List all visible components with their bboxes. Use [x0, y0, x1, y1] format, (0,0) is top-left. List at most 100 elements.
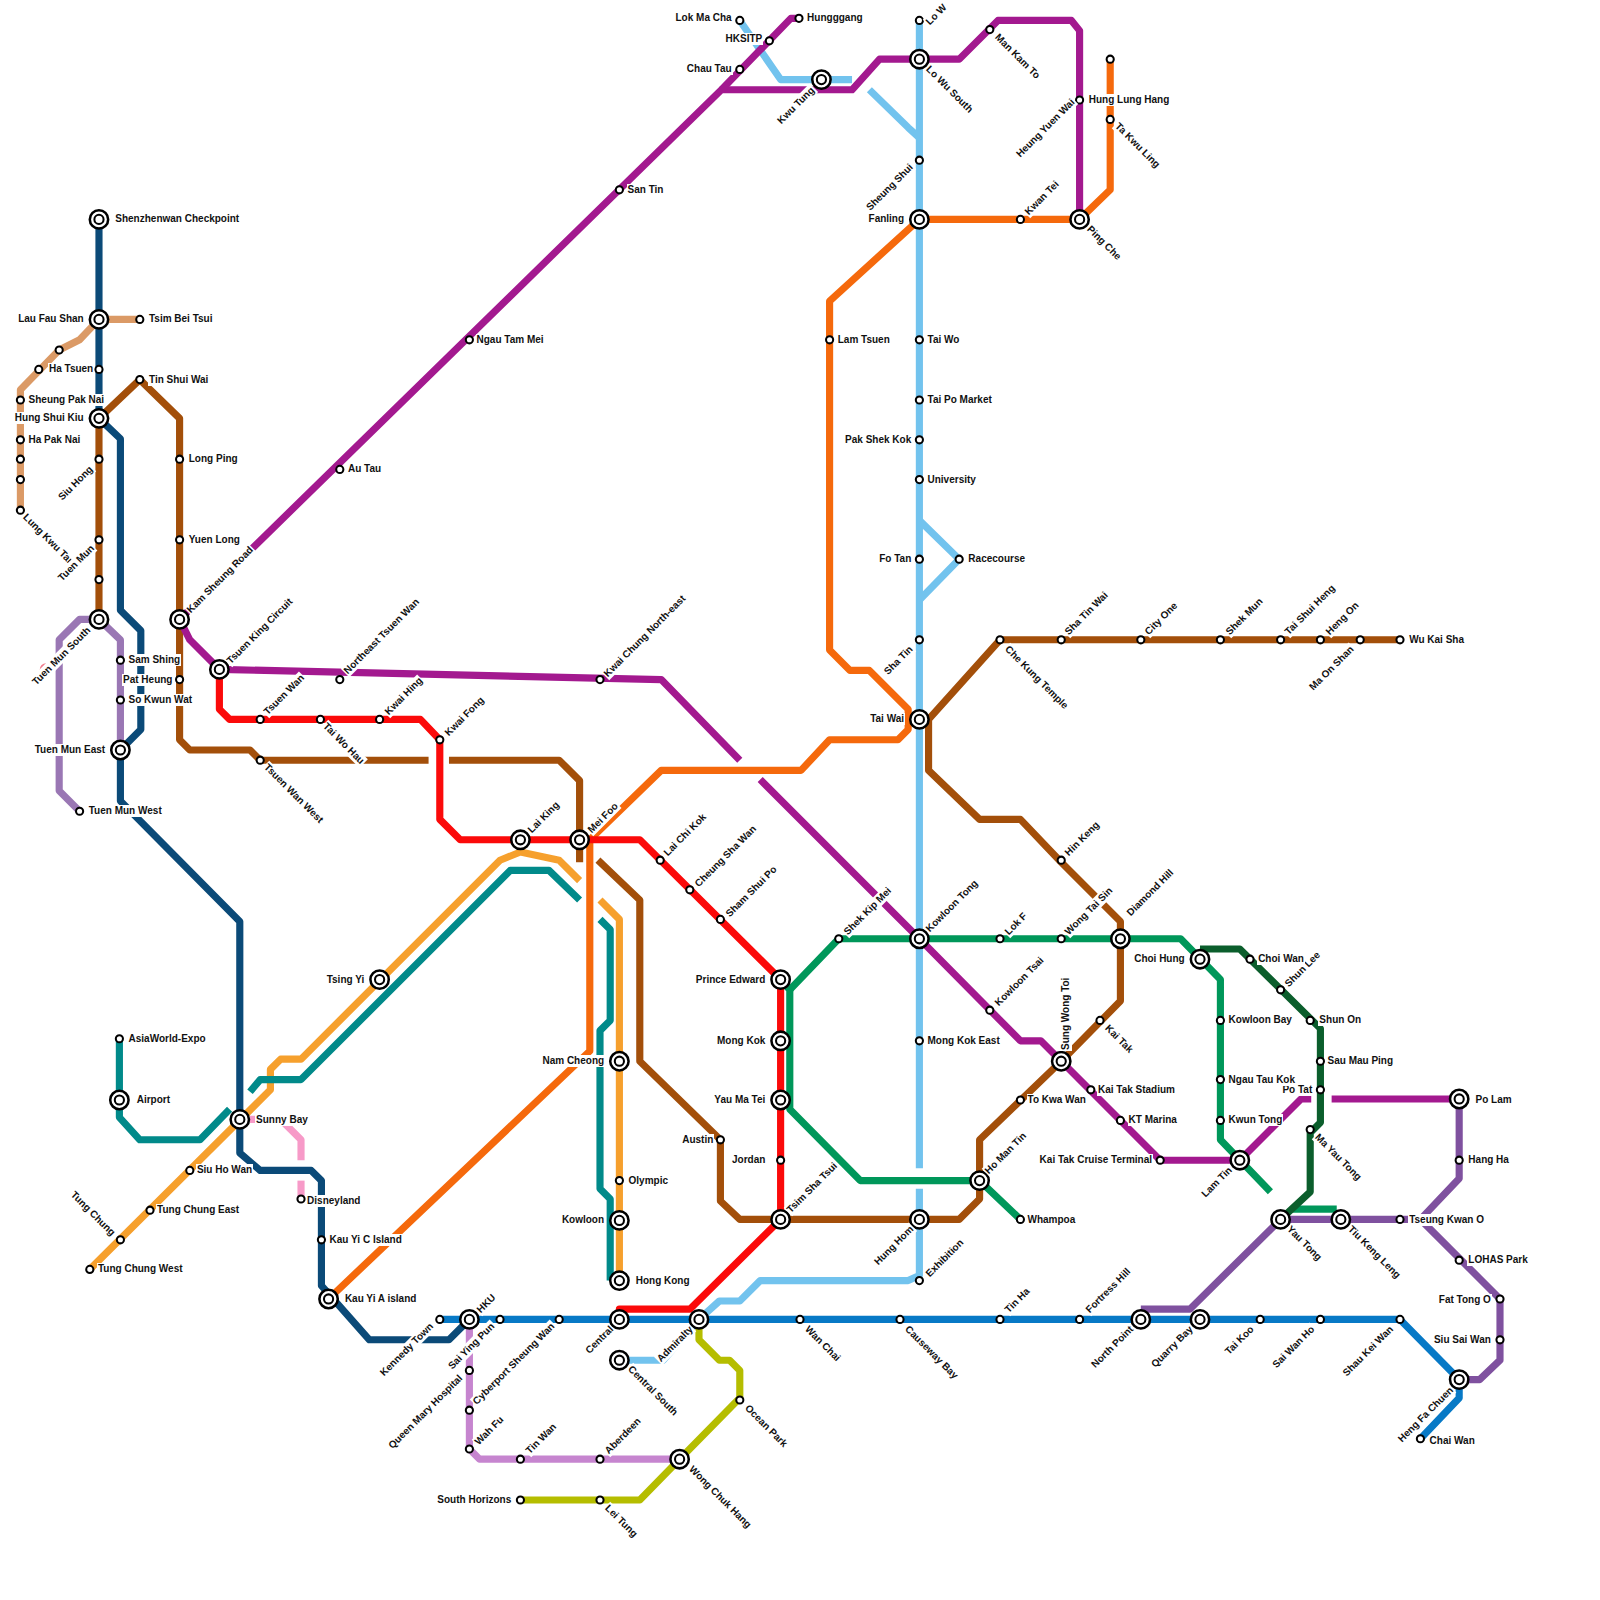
station-label: Chau Tau [686, 63, 733, 75]
interchange-marker [915, 715, 924, 724]
station-marker [916, 396, 923, 403]
station-marker [186, 1167, 193, 1174]
station-label: Mei Foo [585, 799, 622, 836]
interchange-marker [771, 1210, 789, 1228]
interchange-marker [1075, 215, 1084, 224]
station-label: Kowloon Tsai [992, 954, 1047, 1009]
interchange-marker [94, 315, 103, 324]
station-marker [1496, 1295, 1503, 1302]
interchange-marker [910, 710, 928, 728]
interchange-marker [210, 660, 228, 678]
route-line [329, 59, 1111, 1299]
station-label: Sai Wan Ho [1269, 1322, 1318, 1371]
station-marker [1496, 1336, 1503, 1343]
interchange-marker [90, 409, 108, 427]
station-label: Shenzhenwan Checkpoint [114, 213, 240, 225]
station-marker [1107, 116, 1114, 123]
interchange-marker [1455, 1375, 1464, 1384]
station-label: Mong Kok [716, 1035, 766, 1047]
station-label: Tseung Kwan O [1408, 1214, 1485, 1226]
station-label: Lok Ma Cha [675, 12, 733, 24]
station-marker [1058, 857, 1065, 864]
station-label: Kai Tak Cruise Terminal [1039, 1154, 1153, 1166]
station-label: Sheung Shui [863, 161, 916, 214]
station-label: Sung Wong Toi [1060, 977, 1072, 1051]
station-label: Siu Hong [55, 463, 96, 504]
station-label: Racecourse [967, 553, 1026, 565]
station-label: Sha Tin Wai [1062, 588, 1112, 638]
route-line [180, 20, 1080, 619]
station-marker [916, 336, 923, 343]
station-label: Nam Cheong [541, 1055, 605, 1067]
station-label: Central [582, 1322, 616, 1356]
station-label: Long Ping [188, 453, 239, 465]
station-label: AsiaWorld-Expo [128, 1033, 207, 1045]
station-marker [1277, 986, 1284, 993]
route-line [99, 380, 429, 761]
station-marker [1456, 1157, 1463, 1164]
station-label: Jordan [731, 1154, 766, 1166]
station-label: San Tin [627, 184, 665, 196]
station-label: Ma Yau Tong [1312, 1130, 1365, 1183]
station-marker [146, 1207, 153, 1214]
route-line [1332, 1095, 1460, 1102]
station-marker [657, 857, 664, 864]
station-marker [136, 376, 143, 383]
station-marker [318, 1236, 325, 1243]
station-label: Kowloon Bay [1228, 1014, 1293, 1026]
station-marker [317, 716, 324, 723]
station-marker [1058, 935, 1065, 942]
station-marker [916, 157, 923, 164]
route-line [1141, 1099, 1459, 1309]
station-marker [336, 466, 343, 473]
station-label: Mong Kok East [927, 1035, 1001, 1047]
station-label: Tuen Mun East [34, 744, 106, 756]
station-marker [1417, 1435, 1424, 1442]
station-label: Yau Tong [1284, 1222, 1325, 1263]
station-marker [916, 17, 923, 24]
interchange-marker [771, 1091, 789, 1109]
station-label: Po Tat [1281, 1084, 1313, 1096]
station-label: Yau Ma Tei [713, 1094, 766, 1106]
station-label: Kowloon [561, 1214, 605, 1226]
station-label: HKSITP [725, 33, 764, 45]
interchange-marker [1235, 1156, 1244, 1165]
station-marker [176, 676, 183, 683]
route-line [760, 780, 1311, 1161]
station-label: City One [1142, 599, 1181, 638]
station-label: Ho Man Tin [981, 1130, 1029, 1178]
station-label: Tung Chung [68, 1188, 119, 1239]
interchange-marker [94, 215, 103, 224]
station-label: HKU [473, 1291, 498, 1316]
station-label: Lok F [1002, 909, 1031, 938]
station-label: Whampoa [1027, 1214, 1077, 1226]
station-marker [916, 556, 923, 563]
station-marker [616, 186, 623, 193]
station-label: Kau Yi C Island [329, 1234, 403, 1246]
station-marker [736, 1396, 743, 1403]
interchange-marker [675, 1455, 684, 1464]
station-marker [496, 1316, 503, 1323]
interchange-marker [1231, 1151, 1249, 1169]
station-label: Tsuen Wan West [261, 761, 327, 827]
station-marker [257, 716, 264, 723]
station-marker [1137, 636, 1144, 643]
station-marker [916, 1037, 923, 1044]
station-marker [986, 1007, 993, 1014]
station-marker [556, 1316, 563, 1323]
route-line [449, 760, 580, 862]
station-marker [616, 1177, 623, 1184]
station-label: Che Kung Temple [1002, 643, 1071, 712]
station-marker [916, 636, 923, 643]
station-marker [996, 636, 1003, 643]
station-marker [795, 15, 802, 22]
station-marker [466, 1445, 473, 1452]
interchange-marker [1336, 1215, 1345, 1224]
station-label: Tsim Bei Tsui [148, 313, 214, 325]
interchange-marker [94, 414, 103, 423]
station-label: Tai Wo [927, 334, 961, 346]
station-marker [796, 1316, 803, 1323]
station-marker [136, 316, 143, 323]
station-marker [297, 1195, 304, 1202]
